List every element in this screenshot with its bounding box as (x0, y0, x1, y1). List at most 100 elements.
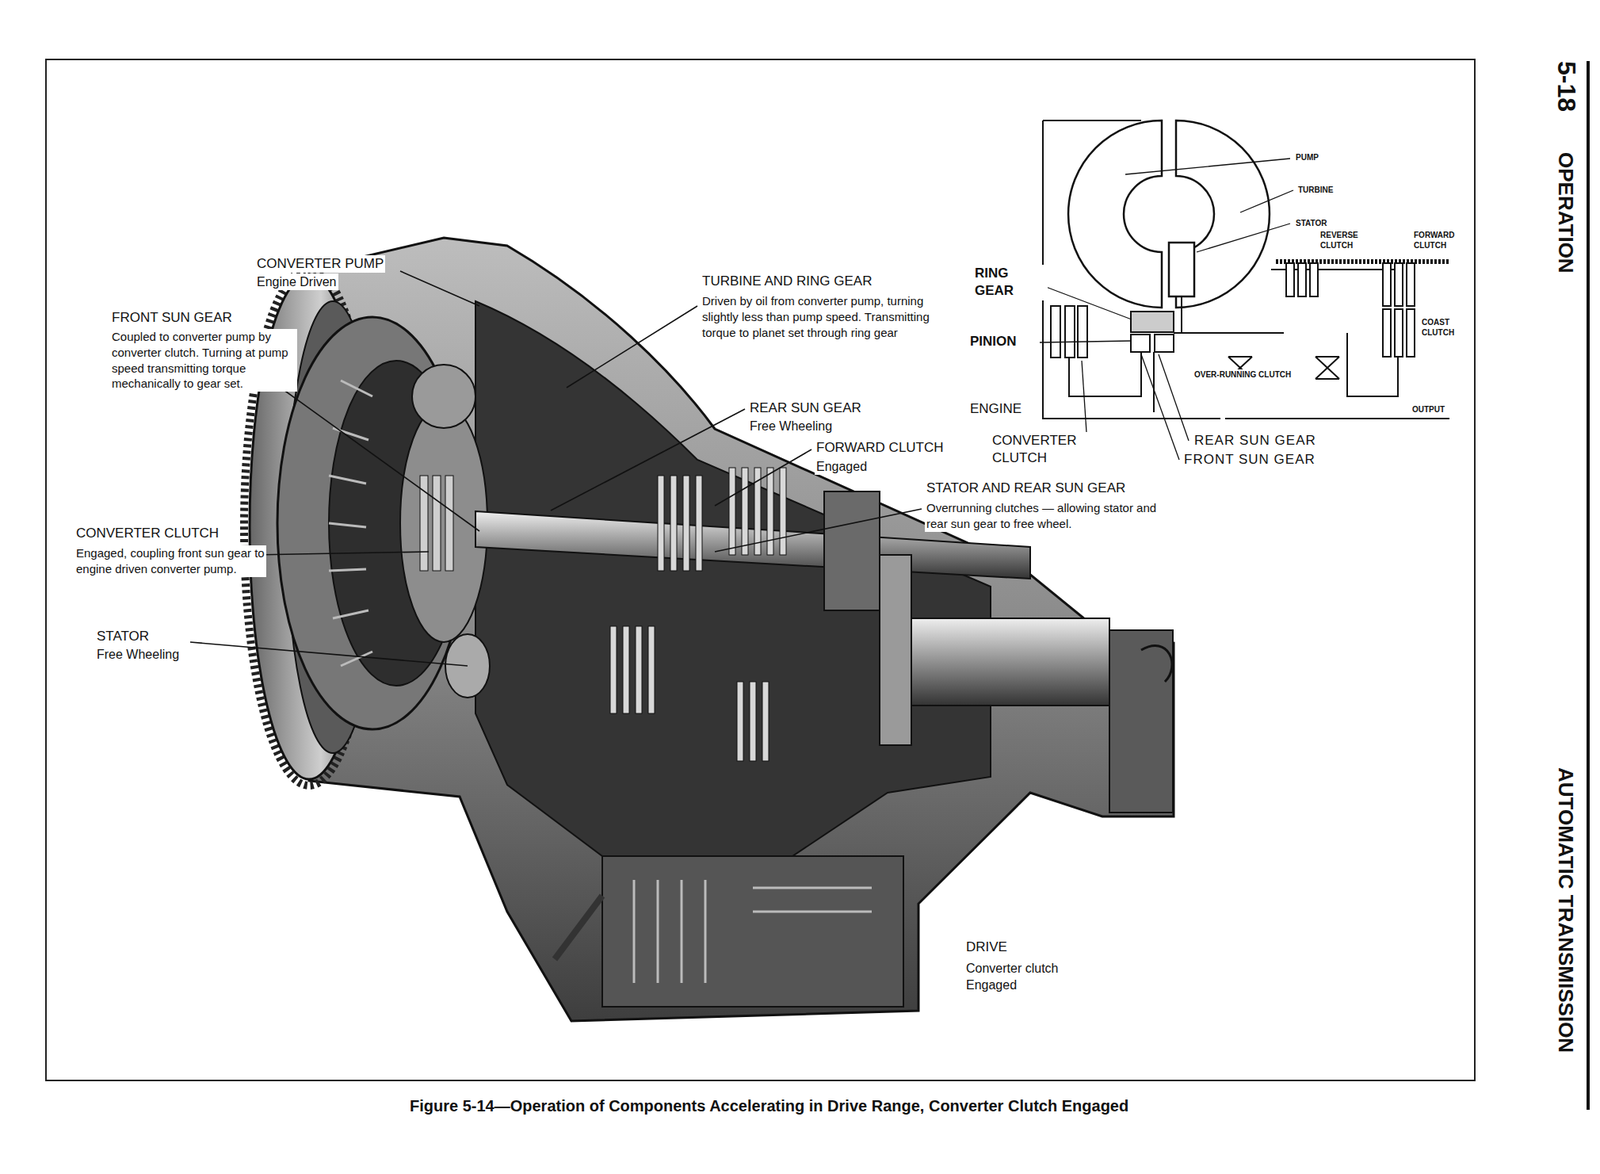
illustration-part (328, 380, 373, 666)
illustration-part (1394, 263, 1403, 306)
callout-label: TURBINE (1296, 184, 1335, 195)
callout-label: STATOR (1294, 217, 1329, 229)
callout-label: Overrunning clutches — allowing stator a… (924, 500, 1173, 532)
page-header: AUTOMATIC TRANSMISSION (1553, 765, 1578, 1054)
callout-label: FRONT SUN GEAR (110, 309, 234, 327)
illustration-part (1225, 417, 1450, 420)
illustration-part (762, 681, 769, 761)
illustration-part (412, 364, 476, 428)
callout-label: Engine Driven (255, 273, 339, 291)
illustration-part (1141, 354, 1180, 460)
callout-label: RING GEAR (973, 264, 1048, 301)
illustration-part (736, 681, 744, 761)
illustration-part (1158, 354, 1189, 441)
illustration-part (704, 879, 707, 983)
callout-label: Free Wheeling (748, 417, 834, 435)
illustration-part (253, 551, 429, 555)
illustration-part (1068, 120, 1162, 308)
illustration-part (670, 475, 677, 571)
illustration-part (190, 641, 468, 666)
illustration-part (420, 475, 454, 571)
illustration-part (1315, 356, 1340, 379)
illustration-part (1050, 305, 1061, 358)
callout-label: PINION (968, 332, 1019, 351)
illustration-part (729, 467, 736, 555)
illustration-part (695, 475, 703, 571)
illustration-part (741, 467, 749, 555)
illustration-part (280, 387, 480, 531)
illustration-part (328, 523, 367, 527)
callout-label: DRIVE (964, 938, 1009, 956)
illustration-part (566, 305, 698, 388)
illustration-part (656, 879, 660, 983)
callout-label: PUMP (1294, 152, 1321, 163)
callout-label: CONVERTER PUMP (255, 255, 386, 273)
illustration-part (767, 467, 774, 555)
illustration-part (1168, 242, 1195, 297)
callout-label: STATOR AND REAR SUN GEAR (924, 479, 1127, 497)
illustration-part (1130, 334, 1150, 352)
illustration-part (400, 271, 480, 306)
illustration-part (1042, 119, 1142, 122)
page-header: OPERATION (1553, 150, 1578, 275)
illustration-part (779, 467, 787, 555)
illustration-part (1406, 263, 1415, 306)
illustration-part (1394, 309, 1403, 357)
illustration-part (1050, 263, 1415, 358)
illustration-part (1065, 305, 1075, 358)
illustration-part (1077, 305, 1088, 358)
illustration-part (1039, 158, 1294, 460)
callout-label: OUTPUT (1410, 404, 1447, 415)
illustration-part (622, 626, 630, 714)
illustration-part (610, 467, 787, 761)
callout-label: STATOR (95, 627, 151, 646)
callout-label: FORWARD CLUTCH (814, 439, 946, 457)
callout-label: Converter clutch Engaged (964, 959, 1087, 993)
illustration-part (1068, 120, 1270, 308)
illustration-part (309, 237, 1174, 1021)
illustration-part (633, 879, 636, 983)
illustration-part (714, 508, 922, 552)
illustration-part (550, 408, 745, 511)
illustration-part (752, 886, 872, 890)
illustration-part (1240, 190, 1294, 213)
illustration-part (1153, 351, 1155, 413)
illustration-part (328, 475, 367, 484)
illustration-part (648, 626, 655, 714)
callout-label: Coupled to converter pump by converter c… (110, 328, 298, 392)
illustration-part (1309, 263, 1318, 297)
illustration-part (332, 610, 369, 619)
callout-label: ENGINE (968, 400, 1024, 418)
illustration-part (602, 855, 904, 1007)
illustration-part (1125, 158, 1291, 175)
illustration-part (635, 626, 642, 714)
illustration-part (1298, 263, 1306, 297)
illustration-part (1109, 630, 1173, 813)
callout-label: REAR SUN GEAR (748, 399, 864, 417)
illustration-part (1286, 263, 1295, 297)
callout-label: Free Wheeling (95, 645, 181, 663)
illustration-part (714, 449, 812, 506)
illustration-part (328, 568, 367, 571)
callout-label: Engaged, coupling front sun gear to engi… (74, 545, 267, 577)
illustration-part (1042, 120, 1450, 419)
illustration-part (340, 380, 373, 397)
callout-label: Driven by oil from converter pump, turni… (700, 293, 932, 340)
illustration-part (445, 475, 454, 571)
illustration-part (340, 651, 373, 666)
illustration-part (554, 895, 603, 959)
illustration-part (633, 879, 872, 983)
illustration-part (1039, 340, 1131, 343)
callout-label: REVERSE CLUTCH (1318, 229, 1371, 251)
illustration-part (683, 475, 690, 571)
page-header: 5-18 (1551, 59, 1581, 114)
illustration-part (824, 491, 880, 611)
illustration-part (657, 475, 665, 571)
callout-label: REAR SUN GEAR (1192, 431, 1318, 450)
illustration-part (911, 618, 1110, 706)
illustration-part (1141, 645, 1173, 682)
figure-caption: Figure 5-14—Operation of Components Acce… (408, 1095, 1131, 1116)
illustration-part (610, 626, 617, 714)
illustration-part (1046, 286, 1132, 320)
